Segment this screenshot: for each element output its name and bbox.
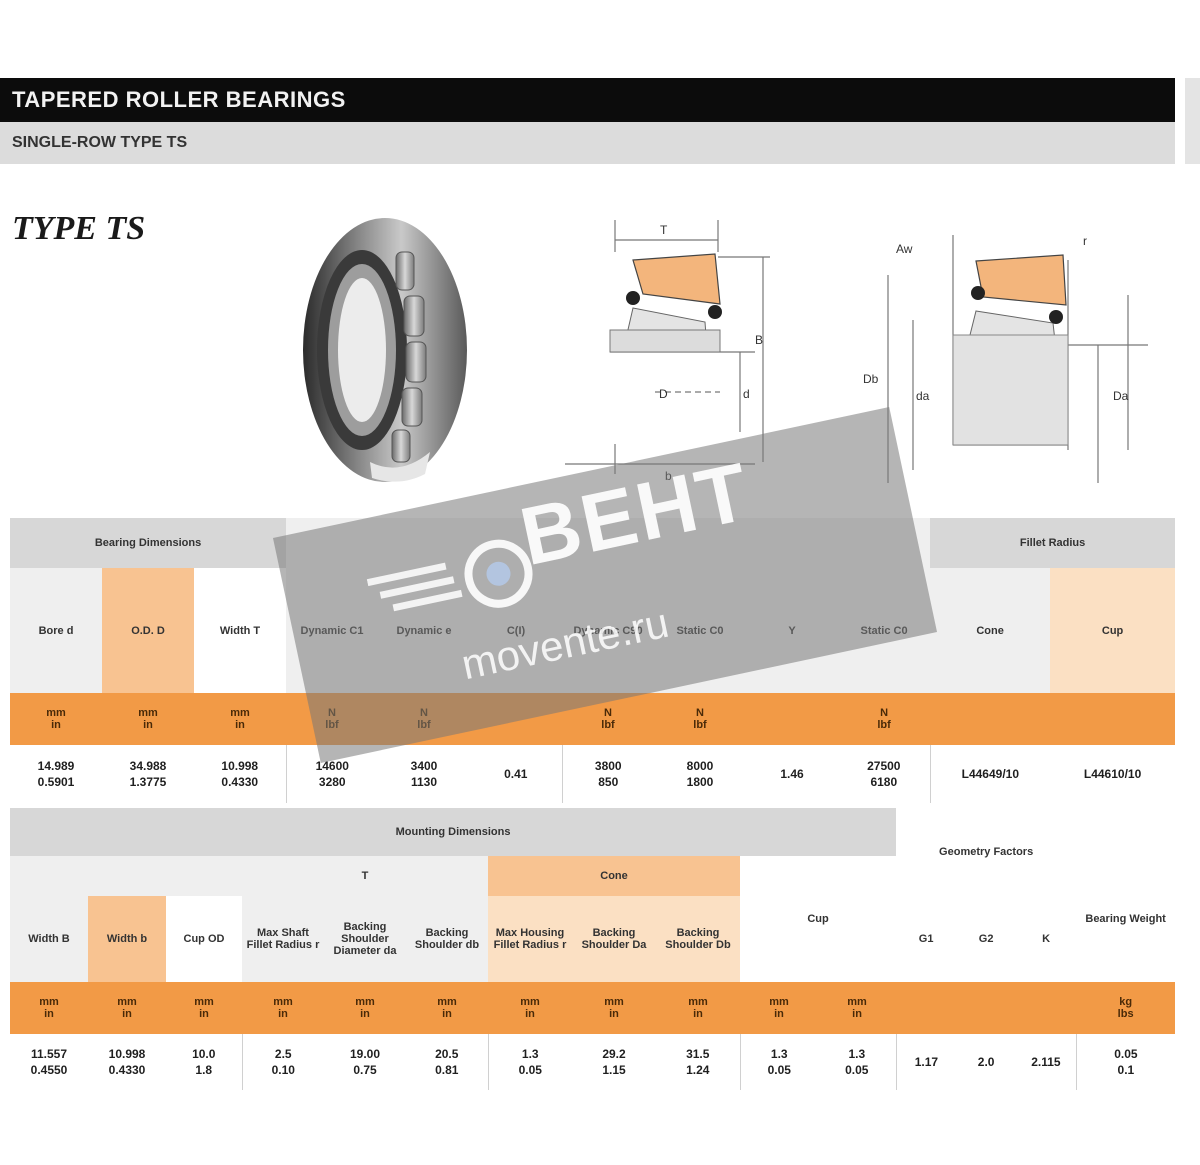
val-cup: L44610/10 [1083,767,1142,781]
unit-ci [470,693,563,745]
watermark-logo-icon [366,539,533,612]
mounting-dimensions-table: Mounting Dimensions Geometry Factors T C… [10,808,1176,1090]
col-shaft-fillet: Max Shaft Fillet Radius r [242,896,324,982]
val-y: 1.46 [780,767,804,781]
diagram-label-da: da [916,389,930,403]
col-backing-Db: Backing Shoulder Db [656,896,740,982]
val-g1: 1.17 [895,1034,957,1090]
group-geometry-factors: Geometry Factors [896,808,1077,896]
col-cone: Cone [930,568,1051,693]
col-static-c0-b: Static C0 [838,568,931,693]
catalog-subtitle: SINGLE-ROW TYPE TS [0,122,1175,164]
col-cup-od: Cup OD [166,896,242,982]
col-bore: Bore d [10,568,102,693]
diagram-label-D: D [659,387,668,401]
subgroup-cone: Cone [488,856,740,896]
group-mounting-dimensions: Mounting Dimensions [10,808,897,856]
col-width: Width T [194,568,287,693]
group-bearing-dimensions: Bearing Dimensions [10,518,287,568]
col-dynamic-c1: Dynamic C1 [286,568,379,693]
unit-cup [1050,693,1176,745]
unit-y [746,693,839,745]
col-g2: G2 [956,896,1017,982]
bearing-cross-section-diagram: T B D d b [565,220,770,483]
mounting-diagram: Aw r Db da Da [863,234,1148,483]
diagram-label-r: r [1083,234,1087,248]
val-g2: 2.0 [977,1055,995,1069]
group-fillet-radius: Fillet Radius [930,518,1176,568]
col-housing-fillet: Max Housing Fillet Radius r [488,896,572,982]
diagram-label-T: T [660,223,668,237]
col-cup: Cup [1050,568,1176,693]
col-backing-da: Backing Shoulder Diameter da [324,896,406,982]
diagram-label-Db: Db [863,372,879,386]
diagram-label-d: d [743,387,750,401]
diagram-label-Da: Da [1113,389,1129,403]
val-ci: 0.41 [504,767,528,781]
col-g1: G1 [896,896,957,982]
catalog-title: TAPERED ROLLER BEARINGS [0,78,1175,122]
bearing-photo [303,218,467,482]
unit-cone [930,693,1051,745]
col-od: O.D. D [102,568,194,693]
subgroup-cup: Cup [740,856,897,982]
col-backing-Da: Backing Shoulder Da [572,896,656,982]
col-y: Y [746,568,839,693]
diagram-label-Aw: Aw [896,242,913,256]
val-cone: L44649/10 [929,745,1051,803]
subgroup-t: T [242,856,488,896]
col-k: K [1016,896,1077,982]
col-backing-db: Backing Shoulder db [406,896,488,982]
val-k: 2.115 [1031,1055,1061,1069]
col-width-b: Width B [10,896,88,982]
col-bearing-weight: Bearing Weight [1076,856,1176,982]
type-heading: TYPE TS [12,210,146,247]
col-width-b2: Width b [88,896,166,982]
edge-strip [1185,78,1200,164]
diagram-label-B: B [755,333,763,347]
